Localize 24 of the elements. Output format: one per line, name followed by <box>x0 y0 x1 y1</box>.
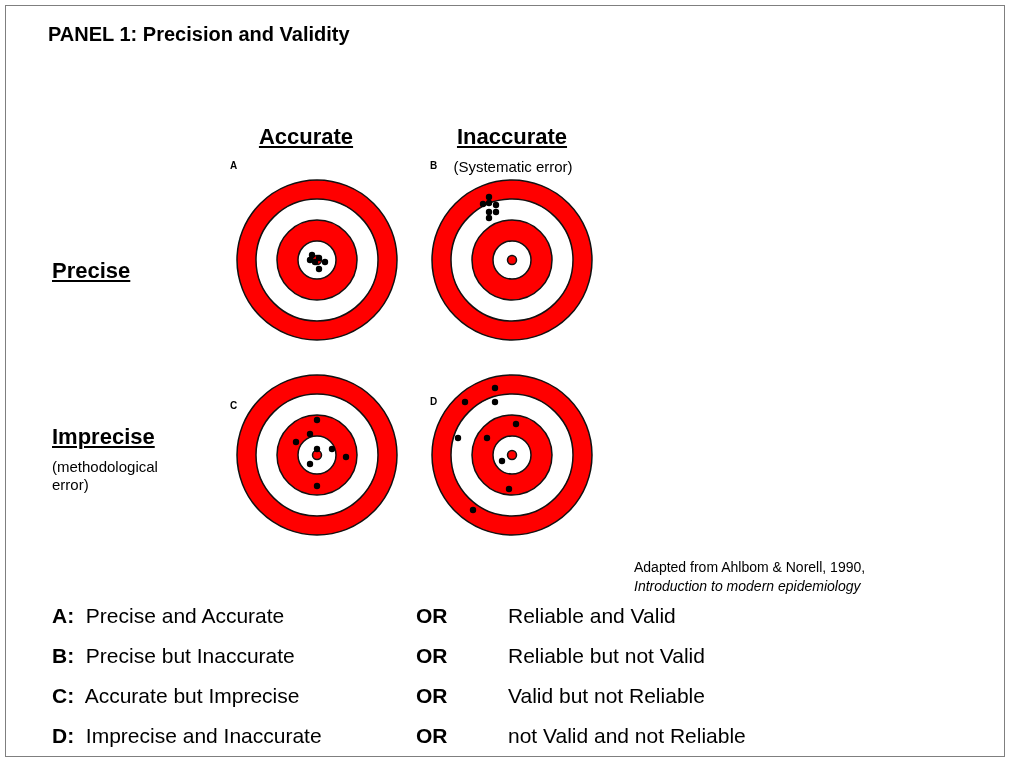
row-note: (methodological error) <box>52 458 159 494</box>
row-heading: Precise <box>52 258 131 285</box>
row-description: A: Precise and Accurate <box>52 603 285 629</box>
row-heading: Imprecise <box>52 424 155 451</box>
row-description: D: Imprecise and Inaccurate <box>52 723 322 749</box>
column-heading: Accurate <box>258 124 354 151</box>
panel-title: PANEL 1: Precision and Validity <box>48 22 350 46</box>
column-note: (Systematic error) <box>453 158 573 176</box>
row-description: C: Accurate but Imprecise <box>52 683 300 709</box>
panel-letter: C <box>230 400 238 412</box>
source-citation: Adapted from Ahlbom & Norell, 1990, Introduction to modern epidemiology <box>634 558 867 596</box>
row-description: B: Precise but Inaccurate <box>52 643 295 669</box>
alternative-description: Reliable and Valid <box>508 603 676 629</box>
panel-letter: B <box>430 160 438 172</box>
conjunction: OR <box>416 683 448 709</box>
panel-letter: D <box>430 396 438 408</box>
alternative-description: not Valid and not Reliable <box>508 723 746 749</box>
conjunction: OR <box>416 723 448 749</box>
conjunction: OR <box>416 603 448 629</box>
alternative-description: Reliable but not Valid <box>508 643 705 669</box>
conjunction: OR <box>416 643 448 669</box>
column-heading: Inaccurate <box>456 124 568 151</box>
panel-letter: A <box>230 160 238 172</box>
alternative-description: Valid but not Reliable <box>508 683 705 709</box>
